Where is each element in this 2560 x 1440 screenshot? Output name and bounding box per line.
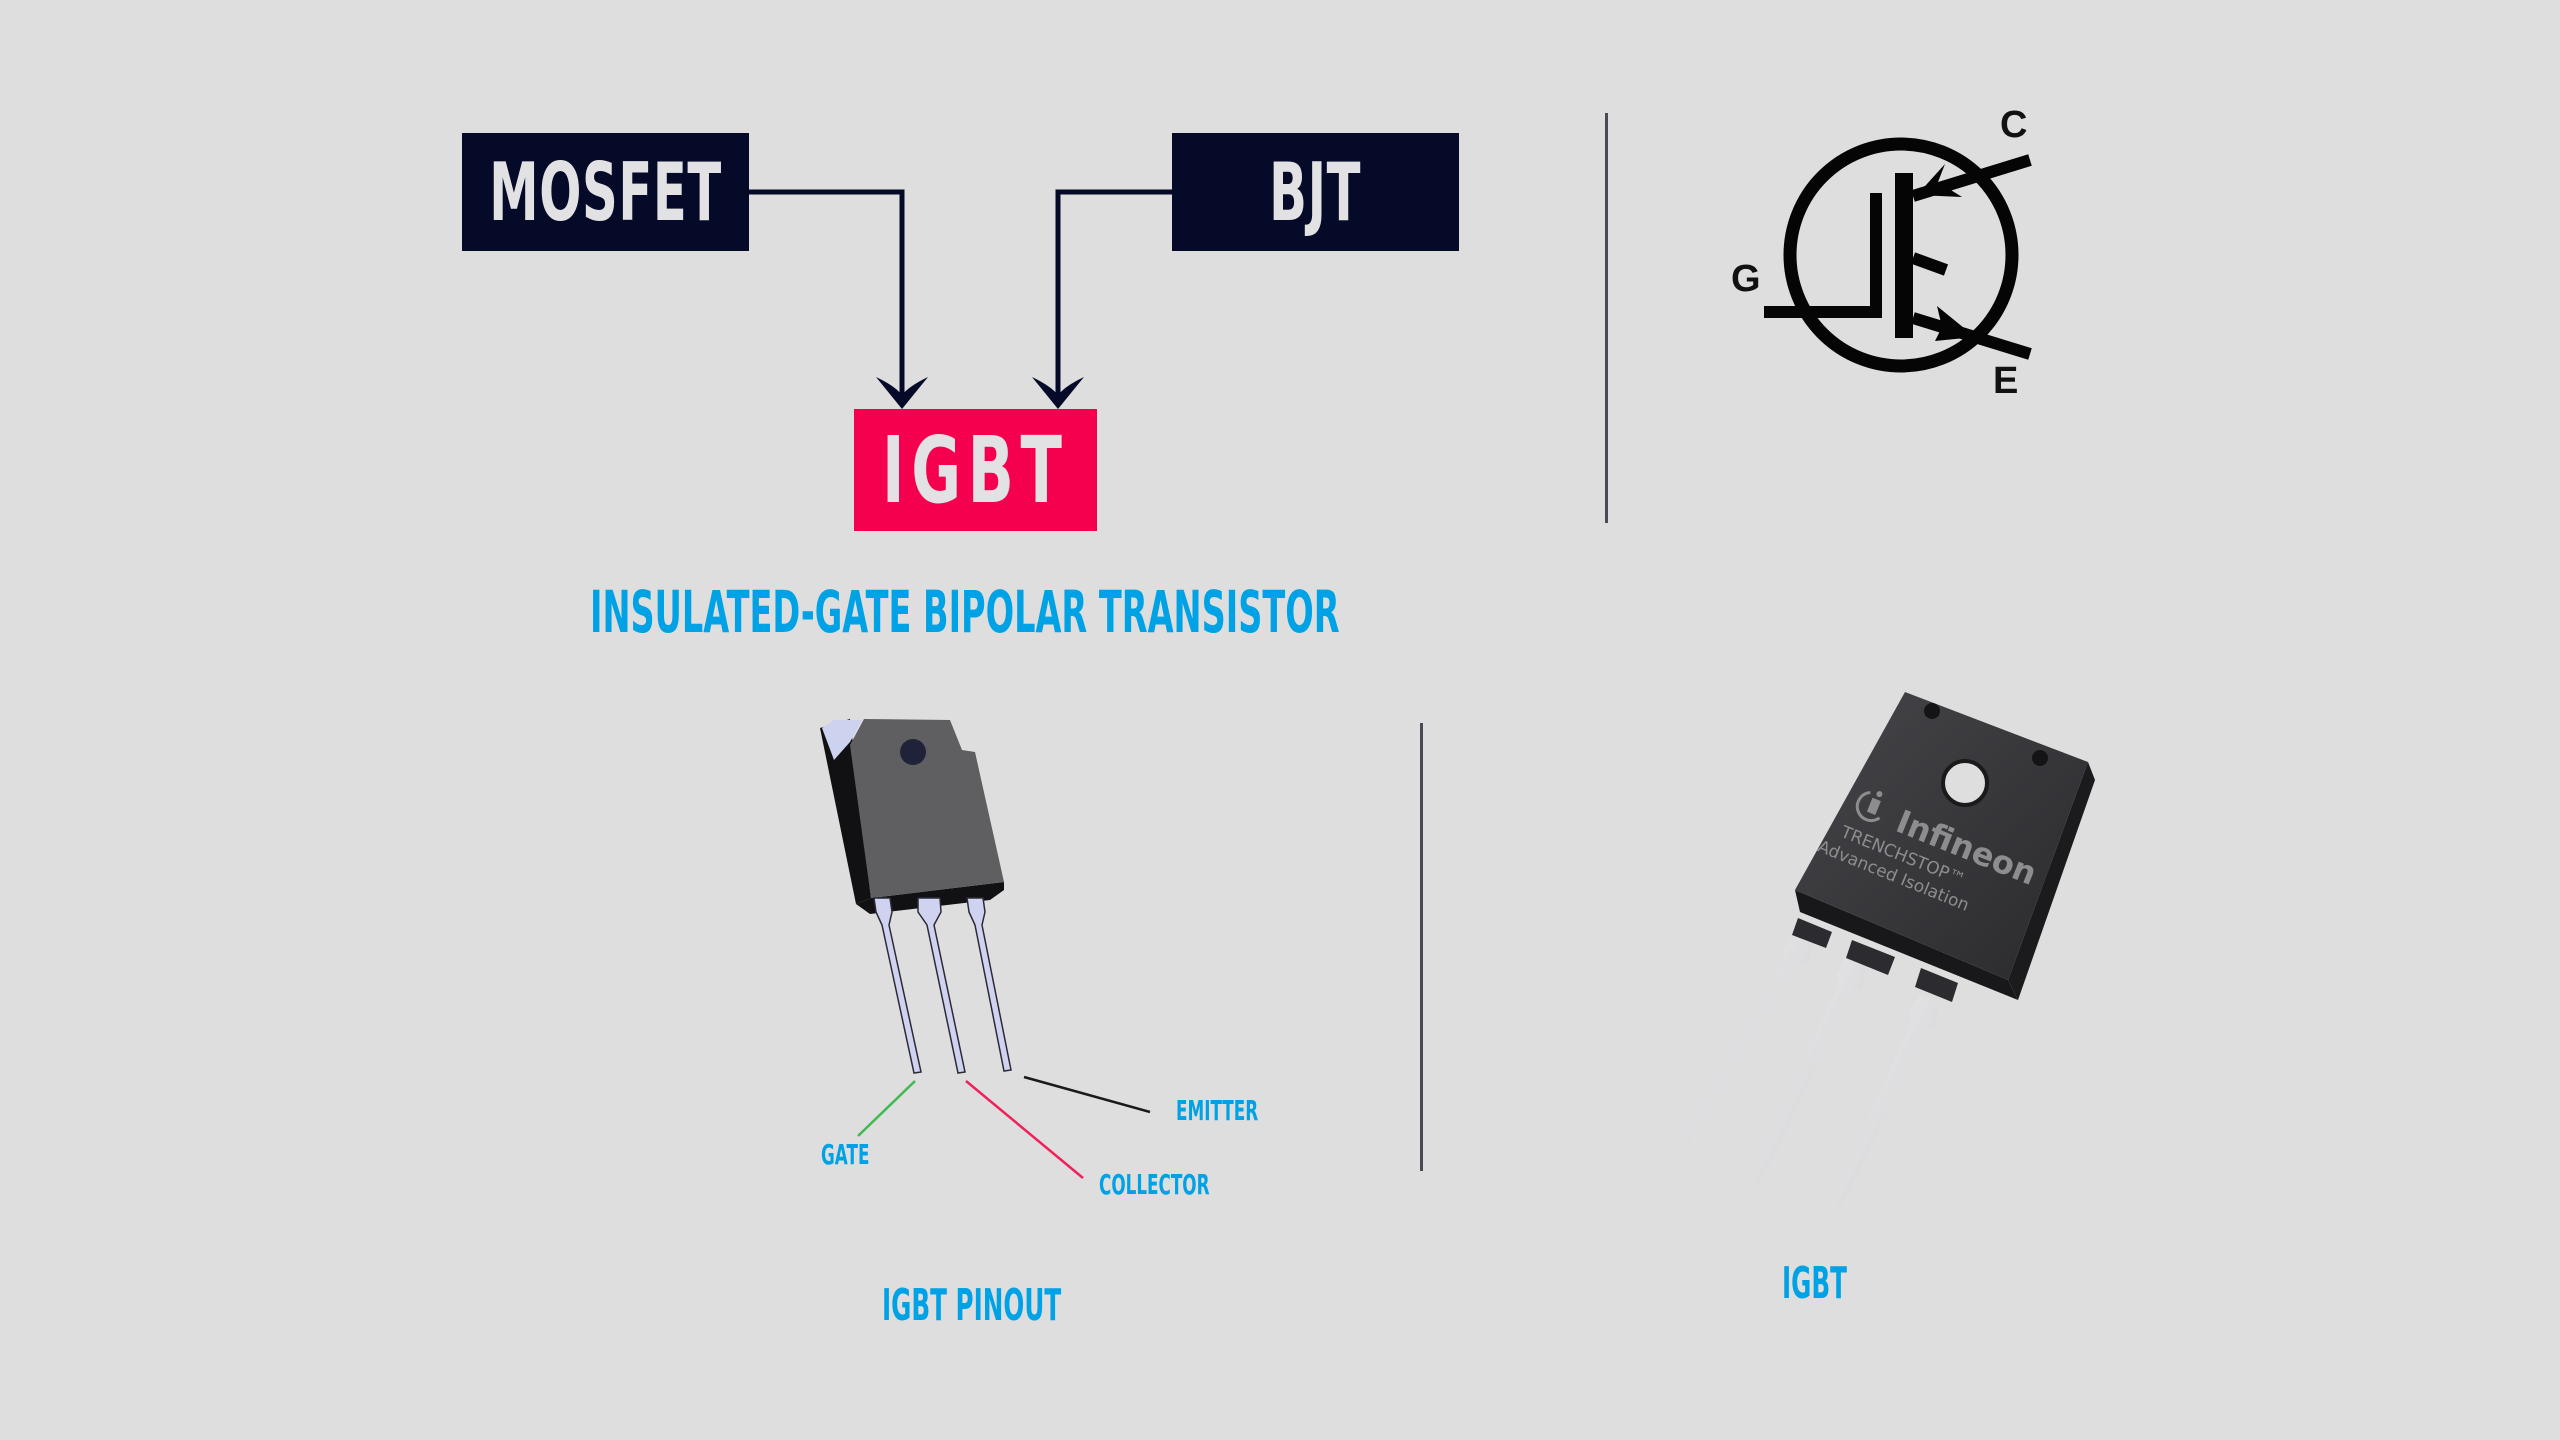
product-lead-shoulders (1792, 918, 1958, 1002)
pinout-mounting-hole (900, 739, 926, 765)
product-leg-right (1833, 995, 1940, 1210)
product-body-side (2008, 762, 2095, 1000)
product-leg-middle (1751, 955, 1868, 1185)
bjt-arrowhead (1032, 377, 1084, 409)
mosfet-label: MOSFET (489, 145, 722, 239)
igbt-full-name: INSULATED-GATE BIPOLAR TRANSISTOR (590, 578, 1340, 646)
product-body-face (1795, 692, 2088, 980)
product-small-hole-left (1924, 703, 1940, 719)
bjt-to-igbt-arrow (1055, 189, 1172, 395)
gate-callout-line (857, 1080, 916, 1137)
pinout-legs (873, 897, 1012, 1074)
symbol-collector-arrow-icon (1917, 164, 1962, 197)
symbol-emitter-arrow-icon (1935, 306, 1975, 341)
igbt-label: IGBT (882, 416, 1069, 524)
symbol-collector-label: C (2000, 104, 2028, 146)
mosfet-to-igbt-arrow (749, 189, 905, 395)
pin-label-gate: GATE (821, 1138, 870, 1171)
product-small-hole-right (2032, 750, 2048, 766)
product-body-bottom (1795, 890, 2018, 1000)
mosfet-box: MOSFET (462, 133, 749, 251)
pinout-package-face (850, 719, 1004, 898)
divider-bottom (1420, 723, 1423, 1171)
emitter-callout-line (1023, 1075, 1151, 1114)
pinout-package-side (820, 719, 871, 904)
collector-callout-line (965, 1080, 1084, 1179)
pinout-tab-corner (822, 720, 862, 760)
symbol-gate-label: G (1731, 258, 1761, 300)
product-leg-left (1683, 930, 1815, 1146)
pinout-leg-emitter (966, 897, 1012, 1072)
product-caption: IGBT (1782, 1258, 1847, 1309)
pinout-leg-gate (873, 897, 922, 1074)
infineon-logo-icon (1855, 791, 1883, 823)
symbol-emitter-label: E (1993, 360, 2019, 402)
symbol-middle-stub (1910, 252, 1949, 276)
pinout-leg-collector (917, 897, 966, 1074)
product-legs (1683, 930, 1940, 1210)
bjt-label: BJT (1269, 145, 1362, 239)
pin-label-collector: COLLECTOR (1099, 1168, 1210, 1201)
mosfet-arrowhead (876, 377, 928, 409)
igbt-box: IGBT (854, 409, 1097, 531)
bjt-box: BJT (1172, 133, 1459, 251)
divider-top (1605, 113, 1608, 523)
symbol-gate-lead (1764, 193, 1882, 318)
product-mounting-hole (1941, 759, 1989, 807)
pinout-caption: IGBT PINOUT (882, 1280, 1062, 1331)
symbol-circle (1783, 137, 2019, 373)
pin-label-emitter: EMITTER (1176, 1094, 1259, 1127)
